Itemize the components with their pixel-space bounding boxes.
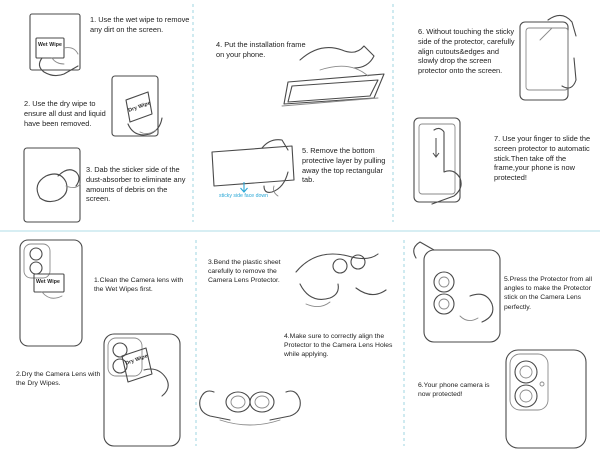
wet-wipe-label: Wet Wipe: [38, 42, 63, 48]
camera-step-4-text: 4.Make sure to correctly align the Prote…: [284, 333, 393, 359]
camera-lens-icon: [505, 349, 587, 449]
screen-step-6-text: 6. Without touching the sticky side of t…: [418, 27, 515, 76]
screen-step-2-text: 2. Use the dry wipe to ensure all dust a…: [24, 99, 106, 128]
screen-step-4-text: 4. Put the installation frame on your ph…: [216, 40, 306, 59]
screen-step-5-text: 5. Remove the bottom protective layer by…: [302, 146, 386, 185]
screen-step-1-text: 1. Use the wet wipe to remove any dirt o…: [90, 15, 190, 34]
camera-step-2-text: 2.Dry the Camera Lens with the Dry Wipes…: [16, 371, 101, 388]
screen-step-3-text: 3. Dab the sticker side of the dust-abso…: [86, 165, 186, 204]
camera-step-1-text: 1.Clean the Camera lens with the Wet Wip…: [94, 277, 184, 294]
screen-step-7-text: 7. Use your finger to slide the screen p…: [494, 134, 591, 183]
camera-lens-icon: [199, 390, 301, 426]
camera-step-6-text: 6.Your phone camera is now protected!: [418, 382, 490, 399]
camera-lens-icon: [103, 333, 181, 447]
phone-icon: [413, 117, 462, 205]
arrow-down-icon: [240, 182, 248, 193]
screen-protector-icon: [519, 14, 577, 101]
hand-icon: [295, 253, 387, 307]
dust-absorber-icon: [23, 147, 81, 223]
camera-lens-icon: [19, 239, 83, 347]
camera-lens-icon: [413, 241, 501, 343]
phone-icon: [281, 45, 385, 107]
camera-step-5-text: 5.Press the Protector from all angles to…: [504, 276, 593, 311]
camera-step-3-text: 3.Bend the plastic sheet carefully to re…: [208, 259, 281, 285]
sticky-side-label: sticky side face down: [219, 193, 269, 199]
wet-wipe-label: Wet Wipe: [36, 279, 61, 285]
dry-wipe-icon: [111, 75, 163, 137]
screen-protector-icon: [211, 139, 295, 197]
wet-wipe-icon: [29, 13, 81, 77]
